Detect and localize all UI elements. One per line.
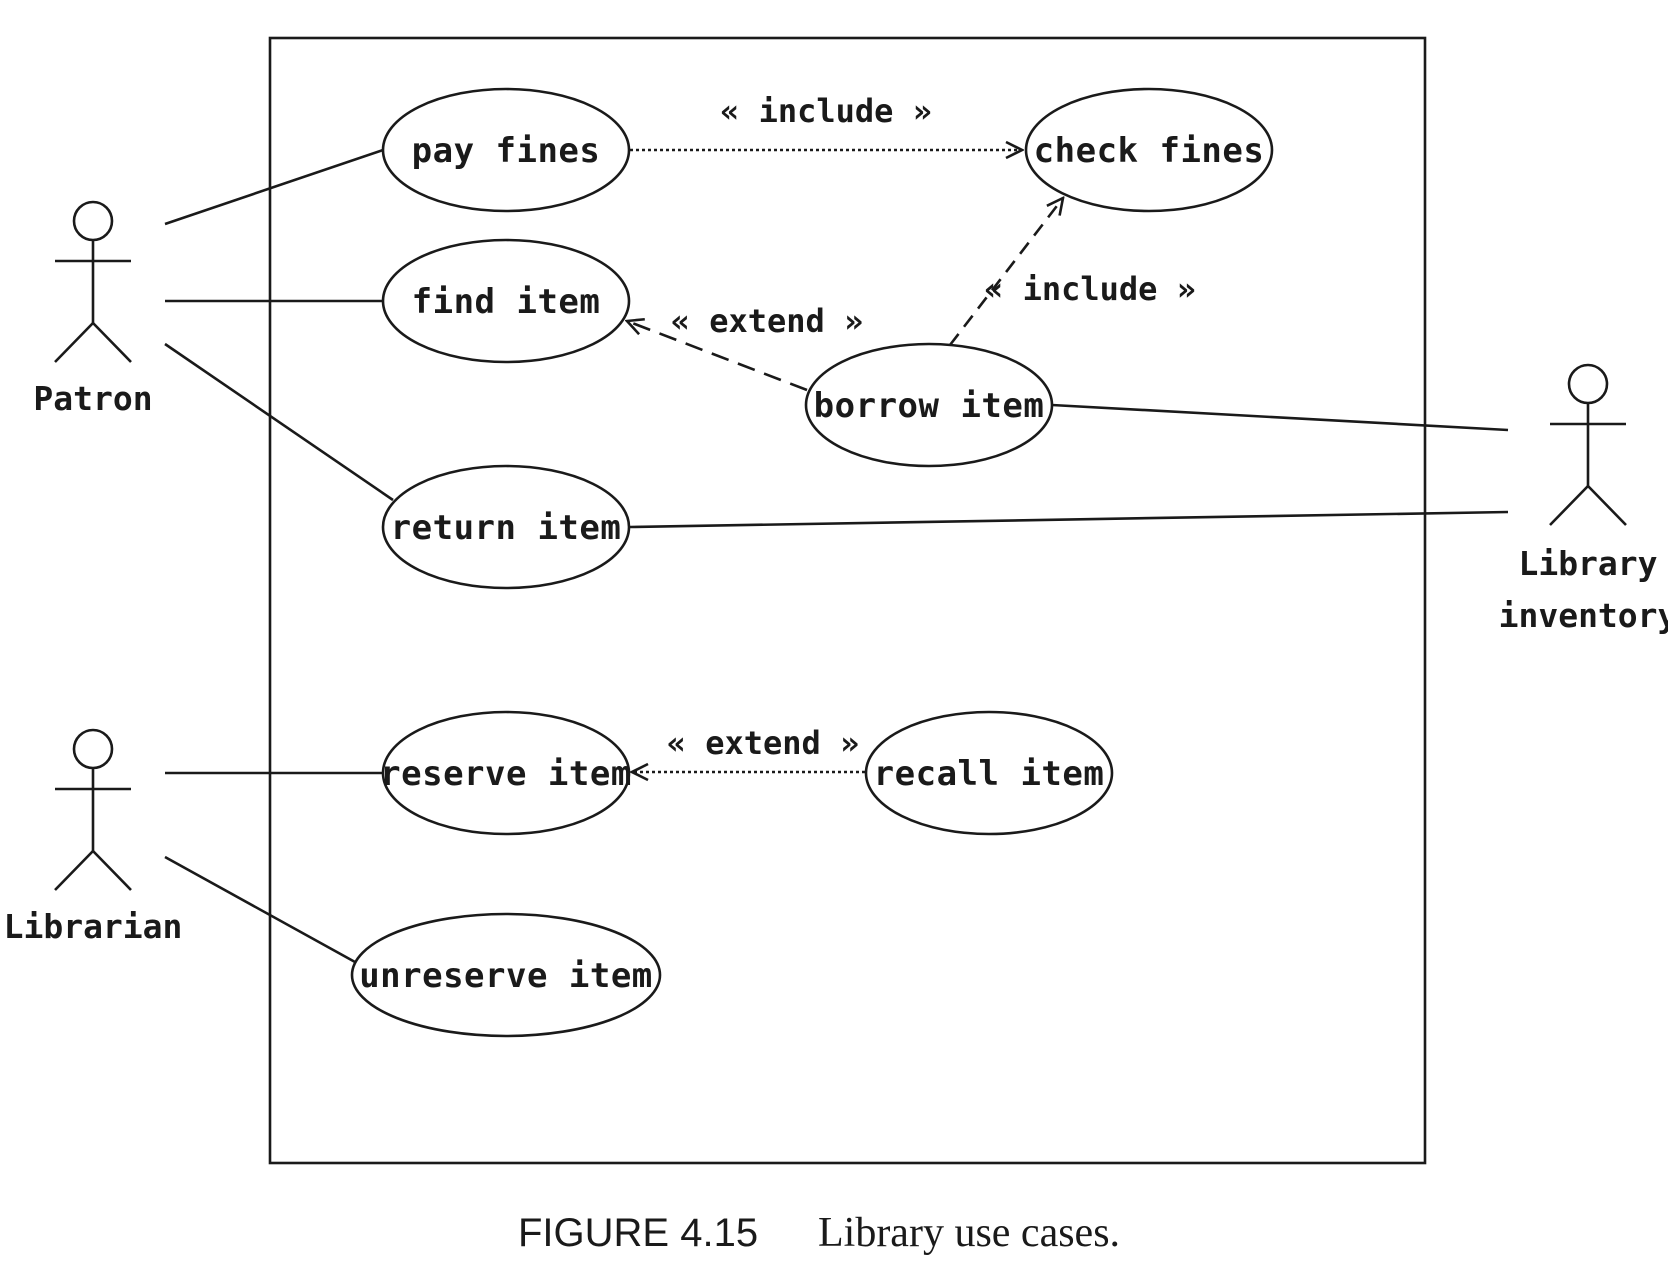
use-case-label: find item <box>412 282 601 322</box>
figure-caption: FIGURE 4.15 Library use cases. <box>518 1210 1120 1256</box>
use-case-label: return item <box>391 508 622 548</box>
use-case-label: reserve item <box>380 754 632 794</box>
caption-text: Library use cases. <box>818 1210 1120 1256</box>
actor-librarian[interactable]: Librarian <box>4 728 183 946</box>
include-label-2: « include » <box>984 270 1196 308</box>
association-librarian-unreserve-item <box>164 855 356 964</box>
stick-figure-icon <box>54 200 132 363</box>
include-borrow-item-check-fines <box>948 198 1063 346</box>
use-case-pay-fines[interactable]: pay fines <box>381 87 631 213</box>
use-case-label: pay fines <box>412 131 601 171</box>
include-label-1: « include » <box>720 92 932 130</box>
system-boundary <box>268 36 1427 1165</box>
actor-label-line-2: inventory <box>1499 596 1668 635</box>
actor-patron[interactable]: Patron <box>33 200 153 418</box>
actor-label: Librarian <box>4 907 183 946</box>
use-case-unreserve-item[interactable]: unreserve item <box>350 912 662 1038</box>
use-case-label: check fines <box>1034 131 1265 171</box>
use-case-label: recall item <box>874 754 1105 794</box>
caption-number: FIGURE 4.15 <box>518 1211 758 1255</box>
use-case-borrow-item[interactable]: borrow item <box>804 342 1054 468</box>
use-case-return-item[interactable]: return item <box>381 464 631 590</box>
associations <box>164 148 1509 964</box>
stick-figure-icon <box>1549 363 1627 526</box>
use-case-recall-item[interactable]: recall item <box>864 710 1114 836</box>
association-inventory-borrow-item <box>1051 403 1509 432</box>
extend-label-1: « extend » <box>671 302 864 340</box>
use-case-check-fines[interactable]: check fines <box>1024 87 1274 213</box>
actor-library-inventory[interactable]: Library inventory <box>1499 363 1668 635</box>
use-case-label: borrow item <box>814 386 1045 426</box>
relationships: « include » « include » « extend » « ext… <box>627 92 1196 772</box>
association-inventory-return-item <box>629 510 1509 529</box>
use-case-reserve-item[interactable]: reserve item <box>380 710 632 836</box>
stick-figure-icon <box>54 728 132 891</box>
use-case-find-item[interactable]: find item <box>381 238 631 364</box>
association-patron-pay-fines <box>164 148 384 226</box>
use-case-label: unreserve item <box>359 956 653 996</box>
extend-label-2: « extend » <box>667 724 860 762</box>
actor-label: Patron <box>33 379 152 418</box>
extend-borrow-item-find-item <box>627 321 808 392</box>
use-cases: pay fines check fines find item borrow i… <box>350 87 1274 1038</box>
actor-label-line-1: Library <box>1518 544 1657 583</box>
association-patron-return-item <box>164 342 394 502</box>
